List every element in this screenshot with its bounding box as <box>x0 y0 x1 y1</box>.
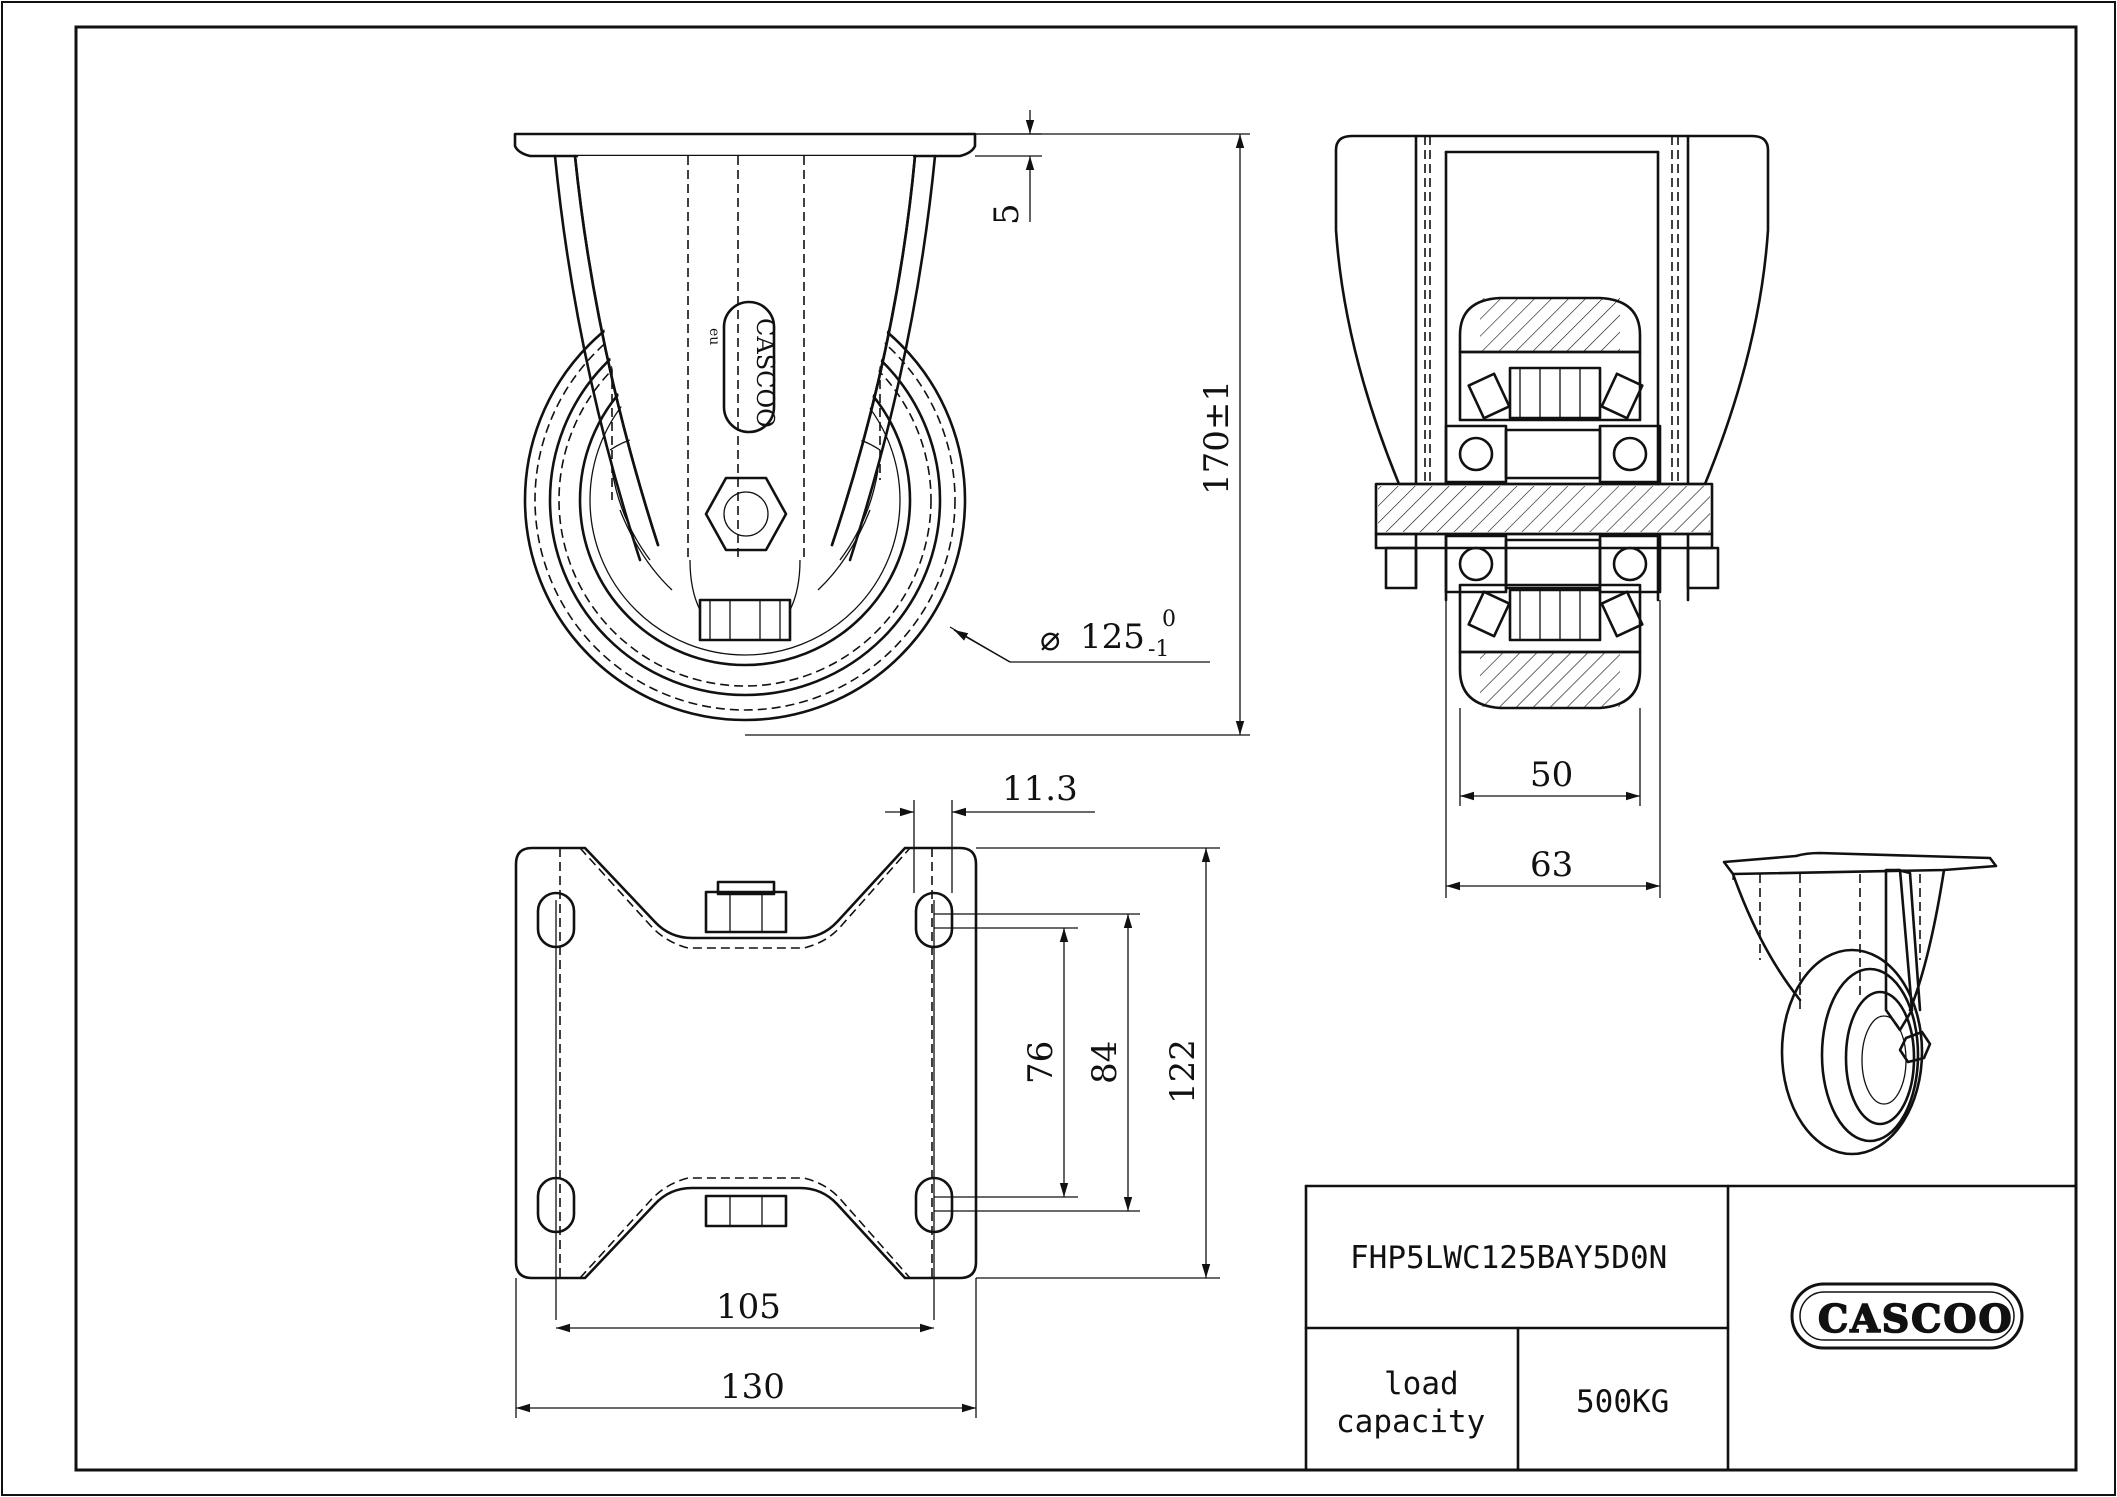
dim-wheel-width: 50 <box>1530 755 1573 795</box>
svg-text:eu: eu <box>706 328 722 345</box>
dim-hub-length: 63 <box>1530 845 1573 885</box>
load-label-line1: load <box>1384 1366 1459 1402</box>
svg-text:CASCOO: CASCOO <box>751 318 779 428</box>
load-value: 500KG <box>1576 1384 1669 1420</box>
drawing-frame <box>74 25 2078 1472</box>
dim-diameter-tol-lower: -1 <box>1148 637 1169 662</box>
svg-text:⌀: ⌀ <box>1040 619 1060 659</box>
dim-diameter-tol-upper: 0 <box>1162 607 1176 632</box>
side-section-view: 50 63 <box>1334 134 1770 898</box>
title-block: FHP5LWC125BAY5D0N load capacity 500KG CA… <box>1304 1184 2078 1472</box>
dim-overall-height: 170±1 <box>1197 380 1237 495</box>
front-view: CASCOO eu 5 170±1 ⌀ 125 0 -1 <box>513 110 1250 736</box>
fork-logo: CASCOO eu <box>706 300 779 434</box>
dim-wheel-diameter: 125 <box>1080 617 1145 657</box>
logo-text: CASCOO <box>1818 1296 2014 1341</box>
dim-plate-width: 130 <box>720 1367 785 1407</box>
dim-hole-spacing-inner: 76 <box>1021 1041 1061 1084</box>
dim-plate-thickness: 5 <box>987 203 1027 225</box>
dim-plate-length: 122 <box>1163 1039 1203 1104</box>
company-logo: CASCOO <box>1790 1282 2024 1350</box>
dim-hole-spacing-width: 105 <box>716 1287 781 1327</box>
part-number: FHP5LWC125BAY5D0N <box>1350 1240 1667 1276</box>
isometric-view <box>1722 851 1998 1156</box>
top-view: 11.3 76 84 122 105 130 <box>514 769 1220 1418</box>
load-label-line2: capacity <box>1336 1404 1485 1440</box>
dim-bolt-hole-offset: 11.3 <box>1002 769 1078 809</box>
dim-hole-spacing-outer: 84 <box>1085 1041 1125 1084</box>
